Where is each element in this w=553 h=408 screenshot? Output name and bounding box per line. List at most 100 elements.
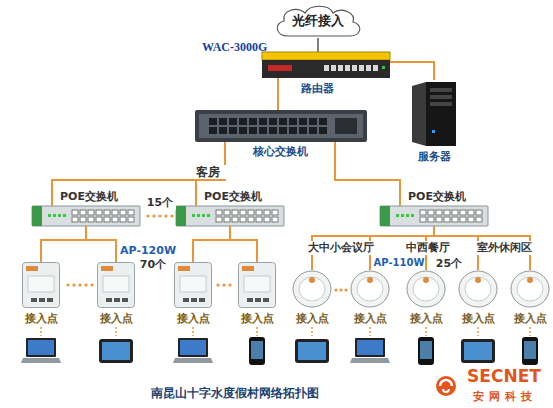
wallap-node: 接入点 xyxy=(238,262,276,308)
poe-icon-part xyxy=(120,217,126,222)
poe-icon-part xyxy=(401,214,404,217)
ellipsis-dots-part xyxy=(222,283,225,286)
poe-icon-part xyxy=(224,217,230,222)
poe-icon-part xyxy=(380,206,488,226)
ellipsis-dots-part xyxy=(146,214,149,217)
ellipsis-dots-part xyxy=(158,214,161,217)
roundap-icon-part xyxy=(293,271,331,307)
wallap-icon-part xyxy=(263,298,269,302)
server-icon xyxy=(412,80,456,146)
laptop-icon xyxy=(173,338,213,363)
wallap-icon-part xyxy=(183,298,189,302)
poe-icon-part xyxy=(232,210,238,215)
note-label: 15个 xyxy=(144,196,176,210)
wallap-node: 接入点 xyxy=(97,262,135,308)
poe-icon-part xyxy=(460,210,466,215)
wallap-icon xyxy=(238,262,276,308)
poe-icon-part xyxy=(80,210,86,215)
poe-icon-part xyxy=(72,210,78,215)
roundap-icon-part xyxy=(511,271,549,307)
core-icon-part xyxy=(259,127,267,134)
brand-logo xyxy=(436,376,456,396)
node-label: 接入点 xyxy=(91,312,141,326)
roundap-icon-part xyxy=(309,277,315,283)
core-icon-part xyxy=(319,127,327,134)
note-label: 中西餐厅 xyxy=(404,241,452,255)
poe-icon xyxy=(380,206,488,226)
core-icon-part xyxy=(249,127,257,134)
poe-icon-part xyxy=(248,210,254,215)
core-icon-part xyxy=(229,127,237,134)
wallap-icon-part xyxy=(23,263,60,308)
core-icon-part xyxy=(209,118,217,125)
router-icon-part xyxy=(331,65,336,71)
node-label: 接入点 xyxy=(232,312,282,326)
node-label: 服务器 xyxy=(407,150,461,164)
diagram-caption: 南昆山十字水度假村网络拓扑图 xyxy=(105,386,365,401)
poe-icon-part xyxy=(112,210,118,215)
network-link xyxy=(277,78,279,110)
node-label: 光纤接入 xyxy=(272,14,364,28)
poe-icon-part xyxy=(444,217,450,222)
brand-logo-part xyxy=(440,380,452,386)
poe-icon-part xyxy=(256,217,262,222)
router-icon-part xyxy=(352,65,357,71)
node-label: 路由器 xyxy=(292,82,342,96)
wallap-node: 接入点 xyxy=(22,262,60,308)
poe-icon-part xyxy=(216,217,222,222)
poe-icon-part xyxy=(460,217,466,222)
poe-icon-part xyxy=(232,217,238,222)
ellipsis-dots-part xyxy=(90,283,93,286)
client-devices xyxy=(21,337,538,365)
router-icon-part xyxy=(338,65,343,71)
core-icon-part xyxy=(269,118,277,125)
node-label: 接入点 xyxy=(401,312,451,326)
phone-icon xyxy=(249,337,265,365)
tablet-icon xyxy=(99,339,133,363)
poe-icon-part xyxy=(476,210,482,215)
core-icon-part xyxy=(209,127,217,134)
poe-icon-part xyxy=(240,217,246,222)
note-label: AP-120W xyxy=(120,244,176,258)
poe-icon-part xyxy=(436,217,442,222)
wallap-icon-part xyxy=(239,263,276,308)
wallap-icon-part xyxy=(199,298,205,302)
tablet-icon xyxy=(461,339,495,363)
poe-icon-part xyxy=(428,210,434,215)
wallap-icon-part xyxy=(255,298,261,302)
roundap-icon-part xyxy=(413,277,439,301)
cloud-node: 光纤接入 xyxy=(272,4,364,38)
roundap-icon-part xyxy=(407,271,445,307)
ellipsis-dots-part xyxy=(72,283,75,286)
core-icon-part xyxy=(229,118,237,125)
roundap-icon-part xyxy=(465,277,491,301)
core-icon-part xyxy=(299,118,307,125)
core-icon-part xyxy=(279,118,287,125)
phone-icon xyxy=(522,337,538,365)
roundap-node: 接入点 xyxy=(406,270,446,308)
poe-icon-part xyxy=(476,217,482,222)
wallap-icon-part xyxy=(98,263,135,308)
core-icon-part xyxy=(319,118,327,125)
note-label: 70个 xyxy=(138,258,168,272)
core-icon-part xyxy=(199,114,363,138)
wallap-icon-part xyxy=(103,276,129,292)
node-label: POE交换机 xyxy=(204,190,282,204)
poe-icon-part xyxy=(224,210,230,215)
core-node: 核心交换机 xyxy=(195,110,367,142)
ellipsis-dots-part xyxy=(216,283,219,286)
roundap-icon-part xyxy=(357,277,383,301)
poe-icon-part xyxy=(444,210,450,215)
ellipsis-dots-part xyxy=(164,214,167,217)
laptop-icon xyxy=(350,338,390,363)
poe-node: POE交换机 xyxy=(176,206,284,226)
wallap-icon-part xyxy=(180,276,206,292)
poe-node: POE交换机 xyxy=(380,206,488,226)
wallap-icon-part xyxy=(242,266,254,271)
node-label: 接入点 xyxy=(168,312,218,326)
poe-icon-part xyxy=(264,217,270,222)
poe-icon-part xyxy=(428,217,434,222)
poe-icon xyxy=(32,206,140,226)
core-icon-part xyxy=(239,127,247,134)
wallap-icon-part xyxy=(106,298,112,302)
